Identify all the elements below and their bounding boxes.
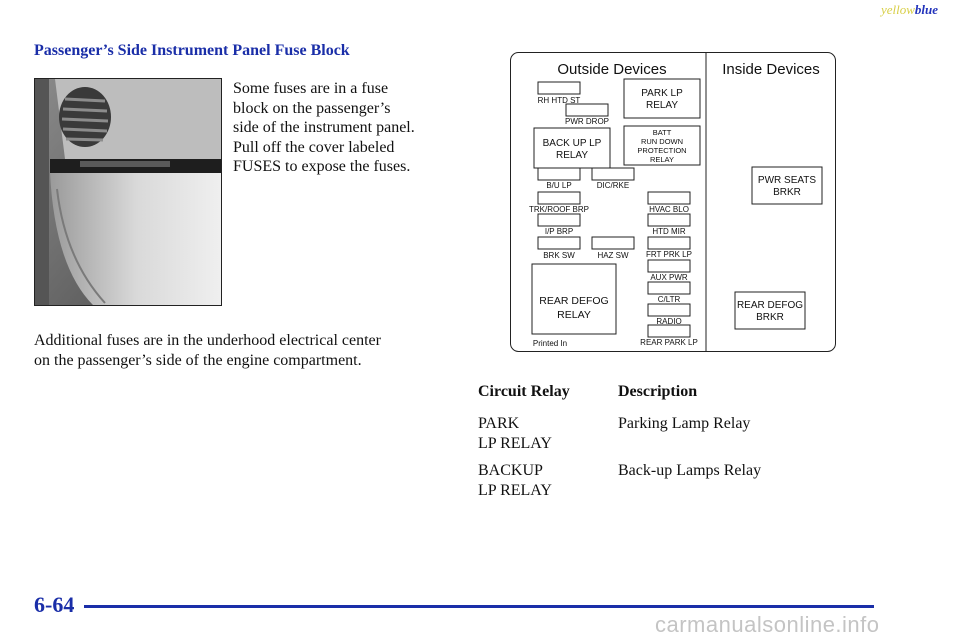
label-hvac-blo: HVAC BLO xyxy=(649,205,689,214)
fuse-hvac-blo xyxy=(647,191,691,205)
fuse-aux-pwr xyxy=(647,259,691,273)
label-c-ltr: C/LTR xyxy=(658,295,681,304)
fuse-block-diagram: Outside Devices Inside Devices RH HTD ST… xyxy=(510,52,836,352)
fuse-brk-sw xyxy=(537,236,581,250)
section-heading: Passenger’s Side Instrument Panel Fuse B… xyxy=(34,42,350,59)
row-1-circuit-line: PARK xyxy=(478,415,520,432)
header-circuit-relay: Circuit Relay xyxy=(478,383,570,400)
label-trk-roof-brp: TRK/ROOF BRP xyxy=(529,205,589,214)
fuse-pwr-drop xyxy=(565,103,609,117)
instrument-panel-photo xyxy=(34,78,222,306)
label-htd-mir: HTD MIR xyxy=(652,227,686,236)
label-pwr-seats-brkr-1: PWR SEATS xyxy=(758,175,816,186)
outside-devices-title: Outside Devices xyxy=(557,61,666,78)
fuse-htd-mir xyxy=(647,213,691,227)
intro-line: Some fuses are in a fuse xyxy=(233,80,389,97)
relay-park-lp xyxy=(623,78,701,119)
label-batt-2: RUN DOWN xyxy=(641,137,683,146)
label-rear-park-lp: REAR PARK LP xyxy=(640,338,698,347)
label-park-lp-relay-1: PARK LP xyxy=(641,88,683,99)
fuse-rear-park-lp xyxy=(647,324,691,338)
intro-text: Some fuses are in a fuse block on the pa… xyxy=(233,79,448,177)
relay-batt-rundown xyxy=(623,125,701,166)
label-printed-in: Printed In xyxy=(533,339,567,348)
inside-devices-title: Inside Devices xyxy=(722,61,820,78)
label-rear-defog-relay-2: RELAY xyxy=(557,309,591,321)
label-radio: RADIO xyxy=(656,317,681,326)
row-1-description: Parking Lamp Relay xyxy=(618,415,751,432)
fuse-ip-brp xyxy=(537,213,581,227)
label-batt-3: PROTECTION xyxy=(637,146,686,155)
fuse-haz-sw xyxy=(591,236,635,250)
label-batt-4: RELAY xyxy=(650,155,674,164)
label-aux-pwr: AUX PWR xyxy=(650,273,688,282)
label-haz-sw: HAZ SW xyxy=(597,251,629,260)
label-back-up-lp-relay-2: RELAY xyxy=(556,150,588,161)
label-rear-defog-brkr-2: BRKR xyxy=(756,312,784,323)
row-1-circuit: PARK LP RELAY xyxy=(478,414,552,453)
intro-line: FUSES to expose the fuses. xyxy=(233,158,411,175)
row-1-circuit-line: LP RELAY xyxy=(478,434,552,452)
fuse-frt-prk-lp xyxy=(647,236,691,250)
label-pwr-drop: PWR DROP xyxy=(565,117,609,126)
additional-line: Additional fuses are in the underhood el… xyxy=(34,332,381,349)
label-park-lp-relay-2: RELAY xyxy=(646,100,678,111)
row-2-circuit: BACKUP LP RELAY xyxy=(478,461,552,500)
label-pwr-seats-brkr-2: BRKR xyxy=(773,187,801,198)
label-batt-1: BATT xyxy=(653,128,672,137)
air-vent xyxy=(59,87,111,147)
label-brk-sw: BRK SW xyxy=(543,251,575,260)
color-tag-blue: blue xyxy=(914,2,938,17)
label-dic-rke: DIC/RKE xyxy=(597,181,629,190)
relay-rear-defog xyxy=(531,263,617,335)
label-ip-brp: I/P BRP xyxy=(545,227,573,236)
row-2-description: Back-up Lamps Relay xyxy=(618,462,762,479)
color-tag-yellow: yellow xyxy=(880,2,915,17)
glove-box-panel xyxy=(50,173,221,305)
label-rear-defog-relay-1: REAR DEFOG xyxy=(539,295,608,307)
header-description: Description xyxy=(618,383,698,400)
breaker-pwr-seats xyxy=(751,166,823,205)
additional-text: Additional fuses are in the underhood el… xyxy=(34,331,454,370)
diagram-outline xyxy=(510,52,836,352)
label-rear-defog-brkr-1: REAR DEFOG xyxy=(737,300,803,311)
intro-line: Pull off the cover labeled xyxy=(233,138,395,156)
color-tag: yellowblue xyxy=(881,2,938,18)
watermark: carmanualsonline.info xyxy=(655,612,880,637)
label-bu-lp: B/U LP xyxy=(546,181,571,190)
page-number: 6-64 xyxy=(34,592,75,617)
fuse-dic-rke xyxy=(591,167,635,181)
fuse-rh-htd-st xyxy=(537,81,581,95)
fuse-c-ltr xyxy=(647,281,691,295)
fuse-bu-lp xyxy=(537,167,581,181)
fuse-trk-roof-brp xyxy=(537,191,581,205)
label-back-up-lp-relay-1: BACK UP LP xyxy=(543,138,602,149)
additional-line: on the passenger’s side of the engine co… xyxy=(34,351,362,369)
breaker-rear-defog xyxy=(734,291,806,330)
label-rh-htd-st: RH HTD ST xyxy=(538,96,581,105)
fuse-radio xyxy=(647,303,691,317)
instrument-panel-illustration xyxy=(35,79,221,305)
row-2-circuit-line: BACKUP xyxy=(478,462,543,479)
intro-line: block on the passenger’s xyxy=(233,99,391,117)
row-2-circuit-line: LP RELAY xyxy=(478,481,552,499)
footer-rule xyxy=(84,605,874,608)
intro-line: side of the instrument panel. xyxy=(233,119,415,136)
label-frt-prk-lp: FRT PRK LP xyxy=(646,250,692,259)
